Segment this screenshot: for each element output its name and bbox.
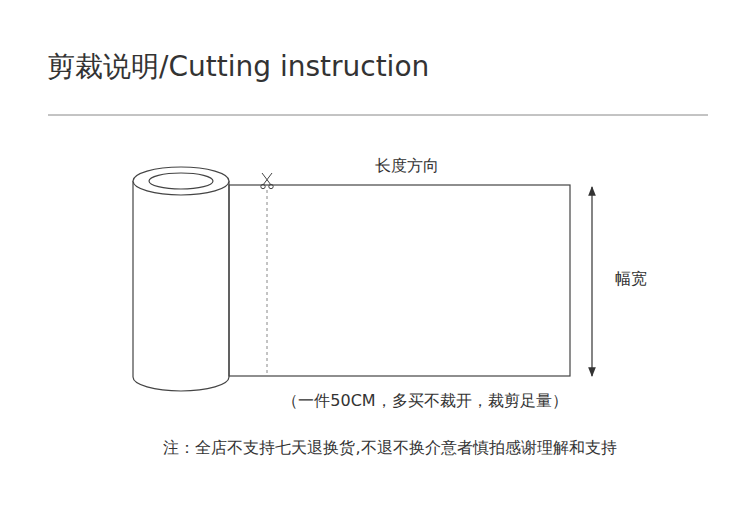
width-label: 幅宽 bbox=[615, 269, 647, 288]
fabric-sheet bbox=[229, 185, 570, 376]
page-title: 剪裁说明/Cutting instruction bbox=[47, 50, 429, 84]
fabric-roll bbox=[133, 167, 229, 391]
cut-line bbox=[267, 190, 268, 376]
length-label: 长度方向 bbox=[375, 156, 439, 175]
shop-note: 注：全店不支持七天退换货,不退不换介意者慎拍感谢理解和支持 bbox=[163, 438, 616, 457]
width-arrow bbox=[591, 187, 592, 376]
title-rule bbox=[48, 115, 708, 116]
cut-note: （一件50CM，多买不裁开，裁剪足量） bbox=[282, 391, 567, 410]
scissors-icon bbox=[261, 173, 273, 189]
